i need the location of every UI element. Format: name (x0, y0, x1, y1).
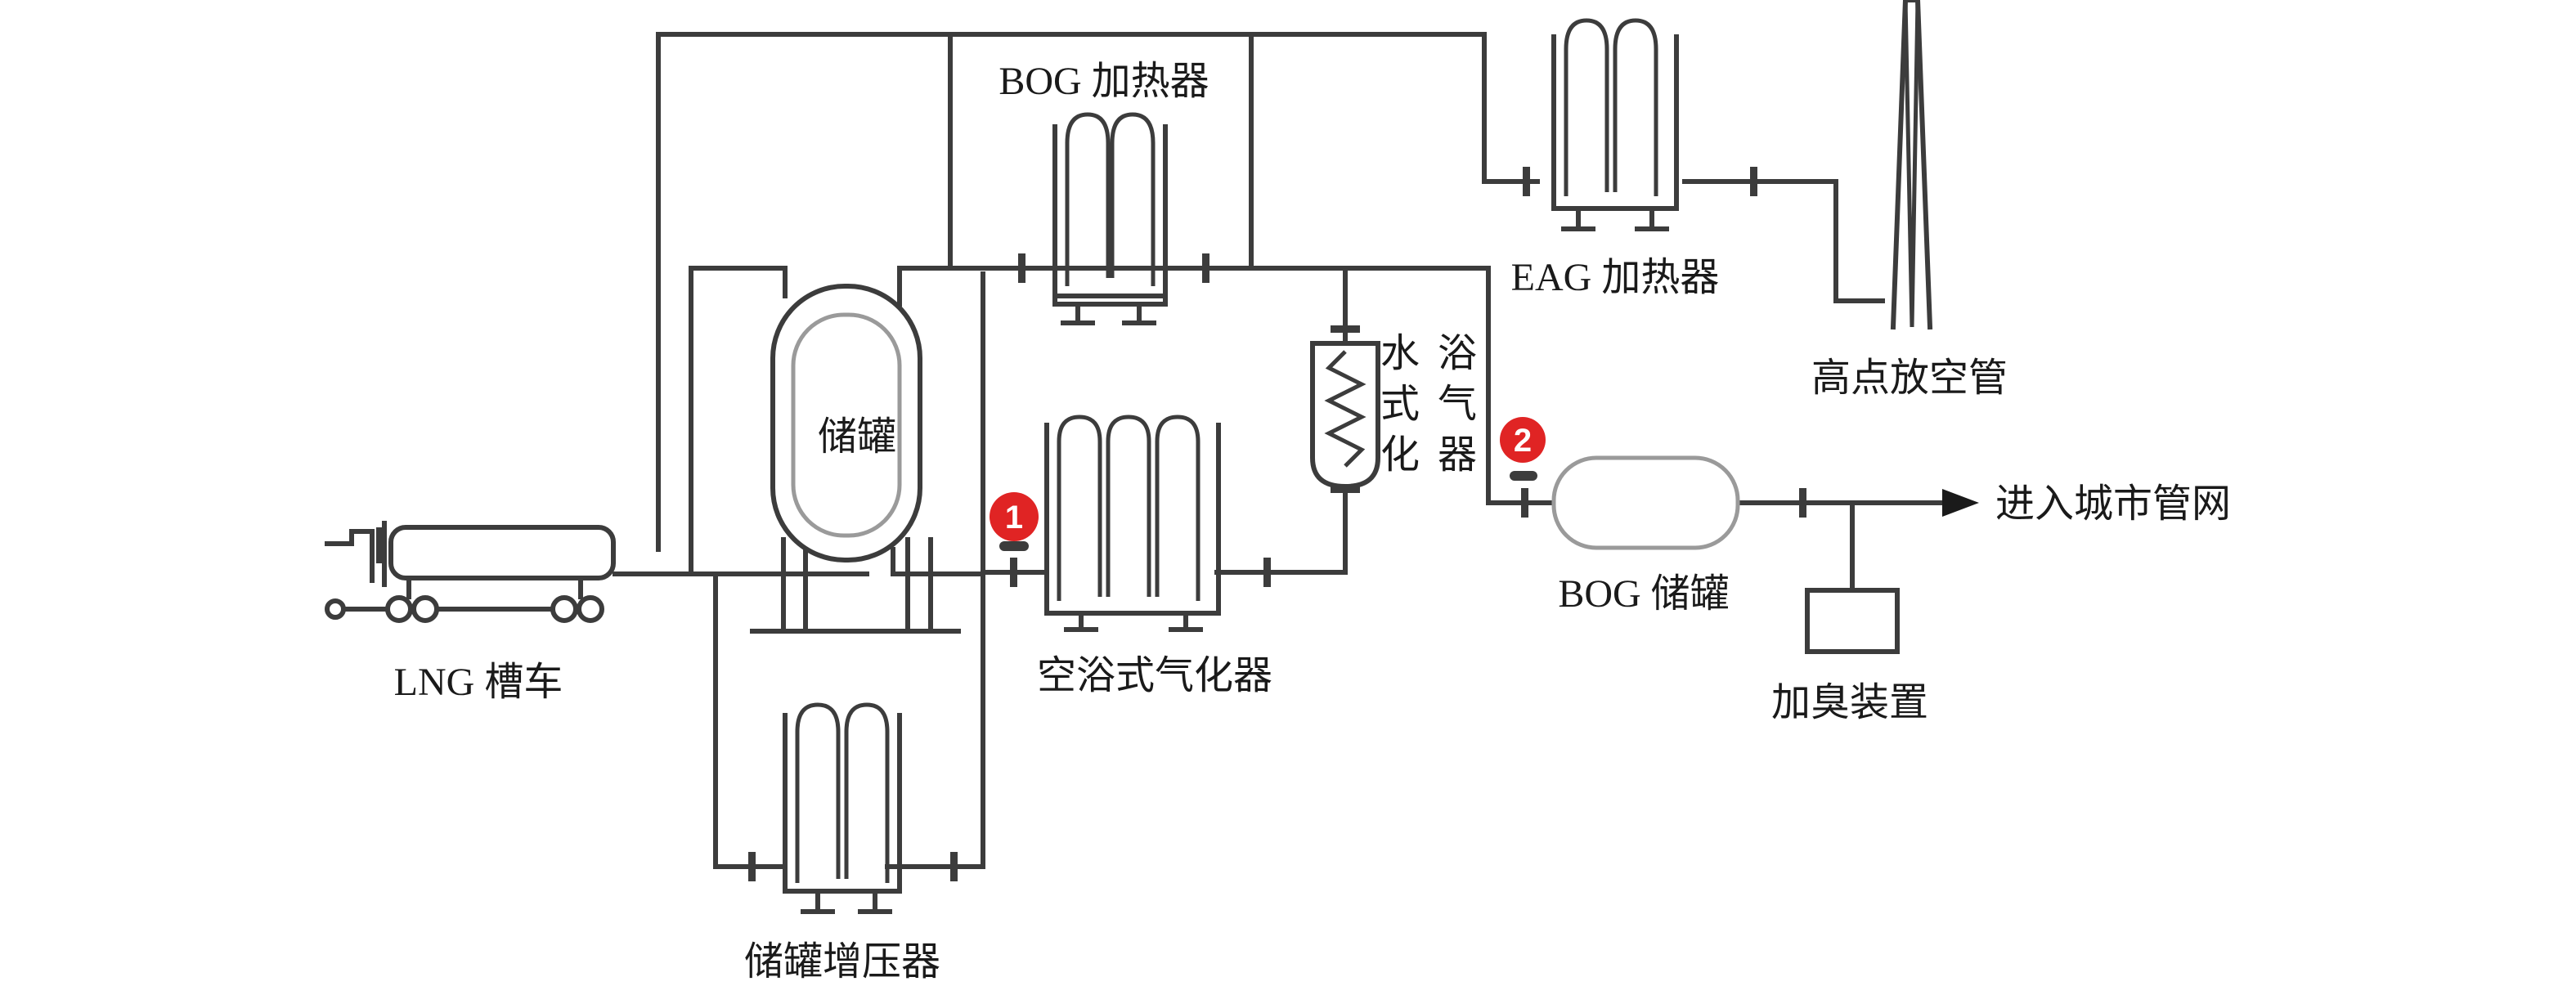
water-bath-char-4: 气 (1438, 383, 1477, 426)
tank-booster (783, 702, 902, 914)
lng-truck (325, 521, 616, 623)
storage-tank-label: 储罐 (818, 415, 896, 459)
marker-2: 2 (1500, 417, 1546, 481)
vent-stack (1890, 0, 1933, 330)
water-bath-char-2: 浴 (1438, 332, 1477, 375)
water-bath-char-3: 式 (1380, 383, 1420, 426)
marker-1-label: 1 (1005, 500, 1023, 536)
lng-truck-label: LNG 槽车 (394, 661, 563, 704)
water-bath-char-6: 器 (1438, 433, 1477, 477)
piping (613, 32, 1949, 869)
water-bath-vaporizer (1310, 341, 1380, 509)
bog-heater (1052, 112, 1168, 325)
flanges (376, 167, 1806, 881)
vent-stack-label: 高点放空管 (1811, 356, 2008, 400)
water-bath-char-1: 水 (1380, 332, 1420, 375)
flow-arrow (1942, 489, 1979, 517)
bog-tank-label: BOG 储罐 (1558, 572, 1729, 616)
odorizer (1805, 588, 1900, 654)
eag-heater (1551, 18, 1679, 231)
city-network-label: 进入城市管网 (1995, 482, 2231, 526)
tank-booster-label: 储罐增压器 (744, 940, 940, 984)
air-vaporizer-label: 空浴式气化器 (1037, 654, 1272, 697)
bog-heater-label: BOG 加热器 (999, 60, 1209, 103)
bog-tank (1551, 455, 1740, 550)
odorizer-label: 加臭装置 (1771, 681, 1928, 724)
marker-2-label: 2 (1514, 423, 1532, 459)
storage-tank (770, 284, 922, 562)
air-vaporizer (1044, 415, 1221, 632)
labels: BOG 加热器 EAG 加热器 高点放空管 储罐 水 浴 式 气 化 器 BOG… (394, 60, 2231, 984)
eag-heater-label: EAG 加热器 (1511, 256, 1720, 299)
water-bath-char-5: 化 (1380, 433, 1420, 477)
marker-1: 1 (990, 492, 1039, 551)
